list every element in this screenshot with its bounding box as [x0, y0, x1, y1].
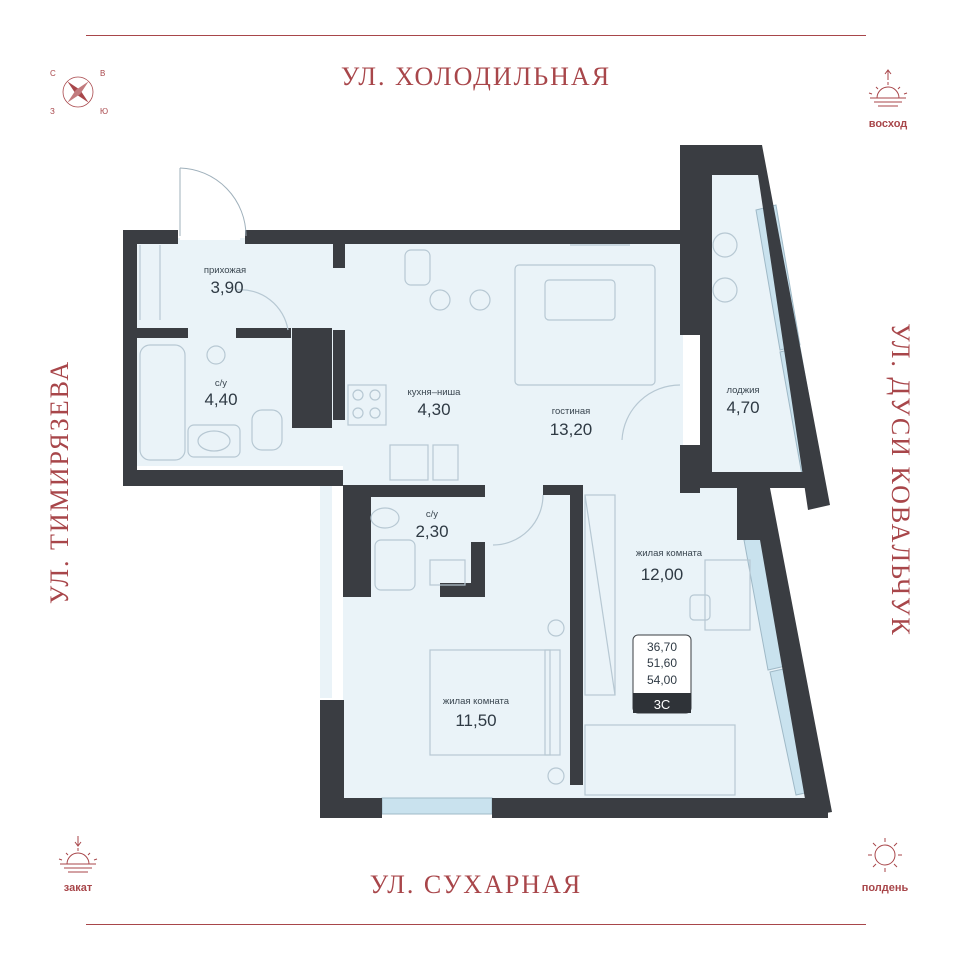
room-name-bedroom-1: жилая комната [636, 548, 703, 559]
compass-e: В [100, 69, 105, 78]
room-area-living: 13,20 [550, 420, 593, 439]
compass-n: С [50, 69, 56, 78]
street-top: УЛ. ХОЛОДИЛЬНАЯ [340, 62, 612, 91]
top-frame-line [86, 35, 866, 36]
compass-s: Ю [100, 107, 108, 116]
room-name-hallway: прихожая [204, 265, 246, 276]
sunrise-icon [868, 69, 908, 107]
room-area-bathroom-1: 4,40 [204, 390, 237, 409]
room-labels: прихожая 3,90 с/у 4,40 кухня–ниша 4,30 г… [204, 265, 760, 730]
room-area-kitchen: 4,30 [417, 400, 450, 419]
badge-total-with-loggia: 54,00 [647, 673, 677, 687]
sunset-icon [58, 836, 98, 873]
noon-label: полдень [861, 882, 909, 894]
entry-door-icon [179, 167, 247, 237]
street-bottom: УЛ. СУХАРНАЯ [369, 870, 583, 899]
compass-w: З [50, 107, 55, 116]
room-area-bathroom-2: 2,30 [415, 522, 448, 541]
sunrise-label: восход [868, 118, 908, 130]
furniture [139, 232, 751, 796]
floor-area [133, 160, 820, 800]
room-name-bathroom-1: с/у [215, 378, 227, 389]
room-area-hallway: 3,90 [210, 278, 243, 297]
badge-living-area: 36,70 [647, 640, 677, 654]
compass-icon: С В З Ю [50, 69, 108, 116]
badge-type: 3С [654, 697, 671, 712]
room-name-loggia: лоджия [726, 385, 759, 396]
room-name-living: гостиная [552, 406, 591, 417]
room-area-bedroom-1: 12,00 [641, 565, 684, 584]
room-area-bedroom-2: 11,50 [455, 711, 496, 730]
room-name-bathroom-2: с/у [426, 509, 438, 520]
room-name-kitchen: кухня–ниша [408, 387, 462, 398]
noon-sun-icon [868, 838, 902, 872]
apartment-badge: 36,70 51,60 54,00 3С [632, 634, 692, 714]
badge-total-area: 51,60 [647, 656, 677, 670]
bottom-frame-line [86, 924, 866, 925]
sunset-label: закат [63, 882, 93, 894]
room-area-loggia: 4,70 [726, 398, 759, 417]
room-name-bedroom-2: жилая комната [443, 696, 510, 707]
walls [123, 145, 832, 818]
